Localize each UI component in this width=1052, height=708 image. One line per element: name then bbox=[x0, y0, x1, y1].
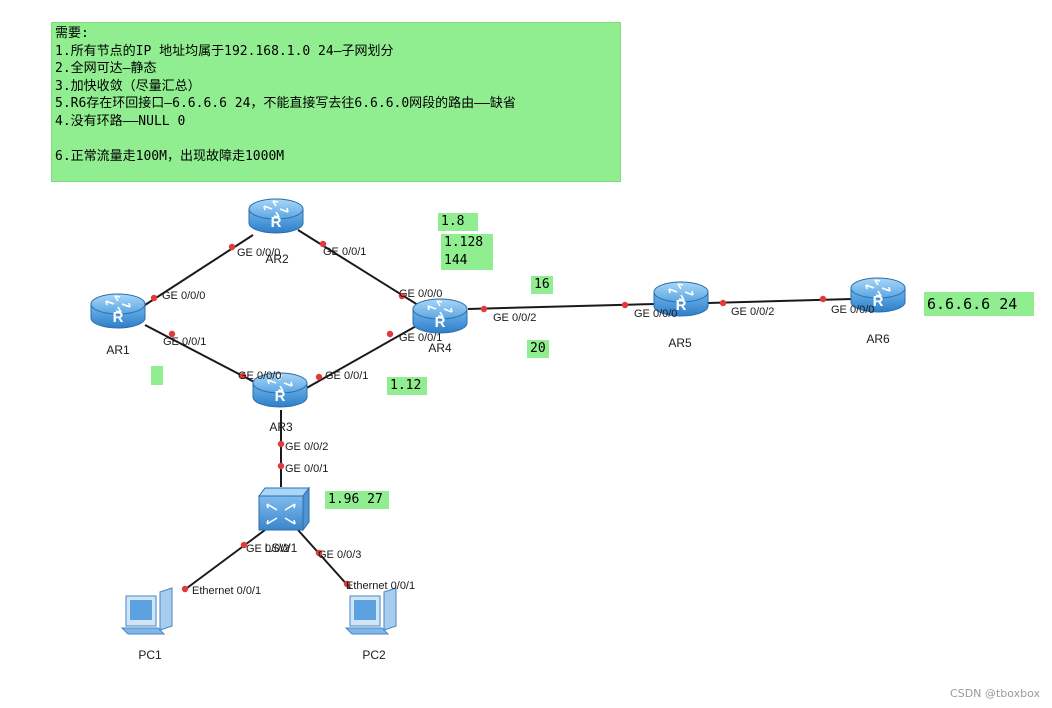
subnet-note: 1.128 bbox=[441, 234, 493, 252]
requirements-line: 6.正常流量走100M，出现故障走1000M bbox=[55, 148, 285, 164]
port-dots bbox=[150, 240, 827, 593]
port-dot bbox=[239, 372, 247, 380]
port-label: GE 0/0/2 bbox=[493, 312, 536, 324]
switch-icon[interactable] bbox=[258, 486, 310, 532]
watermark: CSDN @tboxbox bbox=[950, 687, 1040, 700]
link-lsw1-pc2 bbox=[297, 529, 351, 589]
requirements-line: 4.没有环路——NULL 0 bbox=[55, 113, 186, 129]
link-ar2-ar4 bbox=[297, 229, 419, 306]
port-dot bbox=[228, 243, 236, 251]
links bbox=[144, 229, 853, 592]
port-label: GE 0/0/1 bbox=[325, 370, 368, 382]
router-icon[interactable] bbox=[248, 198, 304, 234]
port-dot bbox=[150, 294, 158, 302]
port-dot bbox=[168, 330, 176, 338]
pc-icon[interactable] bbox=[345, 587, 397, 635]
link-ar3-ar4 bbox=[302, 324, 419, 391]
port-label: GE 0/0/1 bbox=[163, 336, 206, 348]
port-label: GE 0/0/0 bbox=[634, 308, 677, 320]
port-dot bbox=[315, 549, 323, 557]
port-dot bbox=[319, 240, 327, 248]
device-label-ar1: AR1 bbox=[106, 343, 130, 357]
port-label: GE 0/0/0 bbox=[237, 247, 280, 259]
empty-note bbox=[151, 366, 163, 385]
port-label: GE 0/0/2 bbox=[285, 441, 328, 453]
port-dot bbox=[343, 580, 351, 588]
port-label: GE 0/0/2 bbox=[246, 543, 289, 555]
device-label-ar4: AR4 bbox=[428, 341, 452, 355]
port-dot bbox=[480, 305, 488, 313]
port-label: Ethernet 0/0/1 bbox=[346, 580, 415, 592]
port-dot bbox=[386, 330, 394, 338]
port-dot bbox=[181, 585, 189, 593]
subnet-note: 1.96 27 bbox=[325, 491, 389, 509]
requirements-box: 需要: 1.所有节点的IP 地址均属于192.168.1.0 24—子网划分 2… bbox=[51, 22, 621, 182]
device-label-ar5: AR5 bbox=[668, 336, 692, 350]
port-label: GE 0/0/0 bbox=[399, 288, 442, 300]
port-dot bbox=[398, 292, 406, 300]
subnet-note: 1.12 bbox=[387, 377, 427, 395]
port-label: GE 0/0/0 bbox=[162, 290, 205, 302]
subnet-note: 16 bbox=[531, 276, 553, 294]
requirements-line: 3.加快收敛（尽量汇总） bbox=[55, 78, 201, 94]
requirements-line: 5.R6存在环回接口—6.6.6.6 24，不能直接写去往6.6.6.0网段的路… bbox=[55, 96, 516, 111]
port-label: GE 0/0/0 bbox=[831, 304, 874, 316]
link-ar5-ar6 bbox=[707, 298, 853, 304]
port-label: GE 0/0/3 bbox=[318, 549, 361, 561]
port-dot bbox=[277, 440, 285, 448]
port-dot bbox=[819, 295, 827, 303]
pc-icon[interactable] bbox=[121, 587, 173, 635]
port-label: Ethernet 0/0/1 bbox=[192, 585, 261, 597]
router-icon[interactable] bbox=[90, 293, 146, 329]
requirements-line: 1.所有节点的IP 地址均属于192.168.1.0 24—子网划分 bbox=[55, 43, 394, 59]
device-label-lsw1: LSW1 bbox=[265, 541, 298, 555]
port-dot bbox=[621, 301, 629, 309]
device-label-pc1: PC1 bbox=[138, 648, 162, 662]
port-label: GE 0/0/2 bbox=[731, 306, 774, 318]
device-label-pc2: PC2 bbox=[362, 648, 386, 662]
port-dot bbox=[277, 462, 285, 470]
port-label: GE 0/0/0 bbox=[238, 370, 281, 382]
link-lsw1-pc1 bbox=[182, 529, 266, 592]
subnet-note: 144 bbox=[441, 252, 493, 270]
port-label: GE 0/0/1 bbox=[399, 332, 442, 344]
port-dot bbox=[315, 373, 323, 381]
requirements-line: 需要: bbox=[55, 26, 89, 41]
port-dot bbox=[240, 541, 248, 549]
requirements-line: 2.全网可达—静态 bbox=[55, 61, 157, 76]
device-label-ar6: AR6 bbox=[866, 332, 890, 346]
device-label-ar2: AR2 bbox=[265, 252, 289, 266]
subnet-note: 20 bbox=[527, 340, 549, 358]
port-dot bbox=[719, 299, 727, 307]
port-label: GE 0/0/1 bbox=[323, 246, 366, 258]
subnet-note: 1.8 bbox=[438, 213, 478, 231]
router-icon[interactable] bbox=[412, 298, 468, 334]
port-label: GE 0/0/1 bbox=[285, 463, 328, 475]
device-label-ar3: AR3 bbox=[269, 420, 293, 434]
loopback-note: 6.6.6.6 24 bbox=[924, 292, 1034, 316]
